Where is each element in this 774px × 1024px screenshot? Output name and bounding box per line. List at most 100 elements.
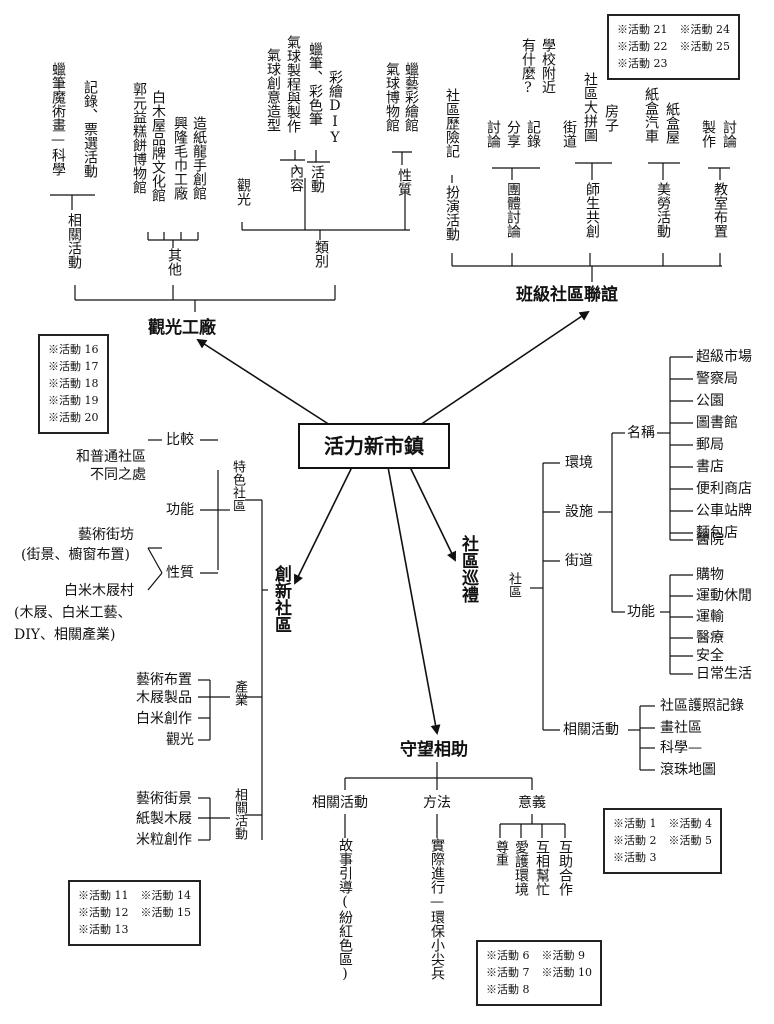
watch-meaning-item: 尊重 xyxy=(493,840,508,866)
innovation-nature-label: 性質 xyxy=(166,565,194,581)
watch-meaning-item: 互助合作 xyxy=(557,840,573,896)
innovation-function-label: 功能 xyxy=(166,502,194,518)
activity-label: ※活動 4 xyxy=(668,817,713,830)
innovation-related-item: 紙製木屐 xyxy=(136,811,192,827)
activity-label: ※活動 17 xyxy=(48,360,99,373)
activity-label: ※活動 6 xyxy=(486,949,530,962)
innovation-industry-item: 木屐製品 xyxy=(136,690,192,706)
tour-related-item: 滾珠地圖 xyxy=(660,762,716,778)
innovation-compare-label: 比較 xyxy=(166,432,194,448)
watch-meaning-label: 意義 xyxy=(518,795,546,811)
activity-label: ※活動 7 xyxy=(486,966,530,979)
innovation-related-item: 藝術街景 xyxy=(136,791,192,807)
class-group-4-item-1: 紙盒汽車 xyxy=(643,87,659,143)
factory-activity-label: 活動 xyxy=(309,165,325,193)
tour-related-item: 社區護照記錄 xyxy=(660,698,744,714)
innovation-nature-item-4: (木屐、白米工藝、 xyxy=(14,605,132,621)
innovation-nature-item-3: 白米木屐村 xyxy=(64,583,134,599)
tour-related-item: 畫社區 xyxy=(660,720,702,736)
watch-meaning-item: 愛護環境 xyxy=(513,840,529,896)
class-group-4-item-2: 紙盒屋 xyxy=(664,102,680,144)
tour-function-item: 日常生活 xyxy=(696,666,752,682)
factory-type-item: 觀光 xyxy=(235,178,251,206)
watch-meaning-item: 互相幫忙 xyxy=(534,840,550,896)
activity-label: ※活動 1 xyxy=(613,817,657,830)
factory-activity-item-1: 蠟筆、彩色筆 xyxy=(307,42,323,126)
activity-label: ※活動 13 xyxy=(78,923,129,936)
tour-name-item: 圖書館 xyxy=(696,415,738,431)
tour-function-item: 運動休閒 xyxy=(696,588,752,604)
activity-label: ※活動 8 xyxy=(486,983,530,996)
innovation-activities-box: ※活動 11 ※活動 14 ※活動 12 ※活動 15 ※活動 13 xyxy=(68,880,201,946)
activity-label: ※活動 2 xyxy=(613,834,657,847)
tour-names-label: 名稱 xyxy=(627,425,655,441)
tour-activities-box: ※活動 1 ※活動 4 ※活動 2 ※活動 5 ※活動 3 xyxy=(603,808,722,874)
tour-title: 社區巡禮 xyxy=(458,535,478,603)
watch-activities-box: ※活動 6 ※活動 9 ※活動 7 ※活動 10 ※活動 8 xyxy=(476,940,602,1006)
activity-label: ※活動 10 xyxy=(541,966,593,979)
watch-related-label: 相關活動 xyxy=(312,795,368,811)
class-group-2-item-2: 分享 xyxy=(505,120,521,148)
tour-function-item: 醫療 xyxy=(696,630,724,646)
class-group-2-label: 團體討論 xyxy=(505,182,521,238)
class-group-4-label: 美勞活動 xyxy=(655,182,671,238)
center-node: 活力新市鎮 xyxy=(298,423,450,469)
factory-related-item-1: 蠟筆魔術畫—科學 xyxy=(50,62,66,176)
class-group-5-item-2: 討論 xyxy=(721,120,737,148)
innovation-compare-item: 和普通社區 不同之處 xyxy=(76,449,146,483)
innovation-nature-item-5: DIY、相關產業) xyxy=(14,627,116,643)
activity-label: ※活動 23 xyxy=(617,57,668,70)
tour-function-item: 購物 xyxy=(696,567,724,583)
class-group-3-item-2: 社區大拼圖 xyxy=(582,72,598,142)
innovation-nature-item-2: (街景、櫥窗布置) xyxy=(21,547,130,563)
factory-type-label: 類別 xyxy=(313,240,329,268)
activity-label: ※活動 3 xyxy=(613,851,657,864)
tour-function-label: 功能 xyxy=(627,604,655,620)
class-title: 班級社區聯誼 xyxy=(516,285,618,305)
tour-community-label: 社區 xyxy=(506,572,521,598)
innovation-nature-item-1: 藝術街坊 xyxy=(78,527,134,543)
tour-name-item: 超級市場 xyxy=(696,349,752,365)
tour-name-item: 公車站牌 xyxy=(696,503,752,519)
tour-name-item: 麵包店 xyxy=(696,525,738,541)
tour-street-label: 街道 xyxy=(565,553,593,569)
arrow-to-class xyxy=(419,310,590,426)
class-group-2-item-3: 記錄 xyxy=(525,120,541,148)
tour-name-item: 書店 xyxy=(696,459,724,475)
factory-activities-box: ※活動 16 ※活動 17 ※活動 18 ※活動 19 ※活動 20 xyxy=(38,334,109,434)
factory-activity-item-2: 彩繪DIY xyxy=(327,70,343,146)
activity-label: ※活動 24 xyxy=(679,23,731,36)
class-group-2-item-4: 學校附近 xyxy=(540,38,556,94)
innovation-industry-item: 觀光 xyxy=(166,732,194,748)
tour-name-item: 公園 xyxy=(696,393,724,409)
factory-nature-item-2: 蠟藝彩繪館 xyxy=(403,62,419,132)
arrow-to-innovation xyxy=(294,466,353,585)
class-group-3-item-1: 街道 xyxy=(561,120,577,148)
activity-label: ※活動 12 xyxy=(78,906,129,919)
class-group-2-item-1: 討論 xyxy=(485,120,501,148)
watch-title: 守望相助 xyxy=(400,740,468,760)
class-group-5-item-1: 製作 xyxy=(700,120,716,148)
factory-related-label: 相關活動 xyxy=(66,213,82,269)
class-group-2-item-5: 有什麼? xyxy=(520,38,536,96)
factory-nature-item-1: 氣球博物館 xyxy=(384,62,400,132)
activity-label: ※活動 11 xyxy=(78,889,129,902)
tour-related-item: 科學— xyxy=(660,740,702,756)
class-group-3-label: 師生共創 xyxy=(584,182,600,238)
activity-label: ※活動 22 xyxy=(617,40,668,53)
tour-environment-label: 環境 xyxy=(565,455,593,471)
innovation-feature-label: 特色社區 xyxy=(230,460,245,512)
factory-other-item-3: 興隆毛巾工廠 xyxy=(172,116,188,200)
tour-function-item: 運輸 xyxy=(696,609,724,625)
class-group-1-item: 社區歷險記 xyxy=(444,88,460,158)
activity-label: ※活動 15 xyxy=(140,906,192,919)
innovation-related-item: 米粒創作 xyxy=(136,832,192,848)
innovation-industry-item: 白米創作 xyxy=(136,711,192,727)
activity-label: ※活動 16 xyxy=(48,343,99,356)
factory-content-label: 內容 xyxy=(288,164,304,192)
tour-related-label: 相關活動 xyxy=(563,722,619,738)
watch-method-label: 方法 xyxy=(423,795,451,811)
tour-name-item: 警察局 xyxy=(696,371,738,387)
factory-other-item-4: 造紙龍手創館 xyxy=(191,116,207,200)
